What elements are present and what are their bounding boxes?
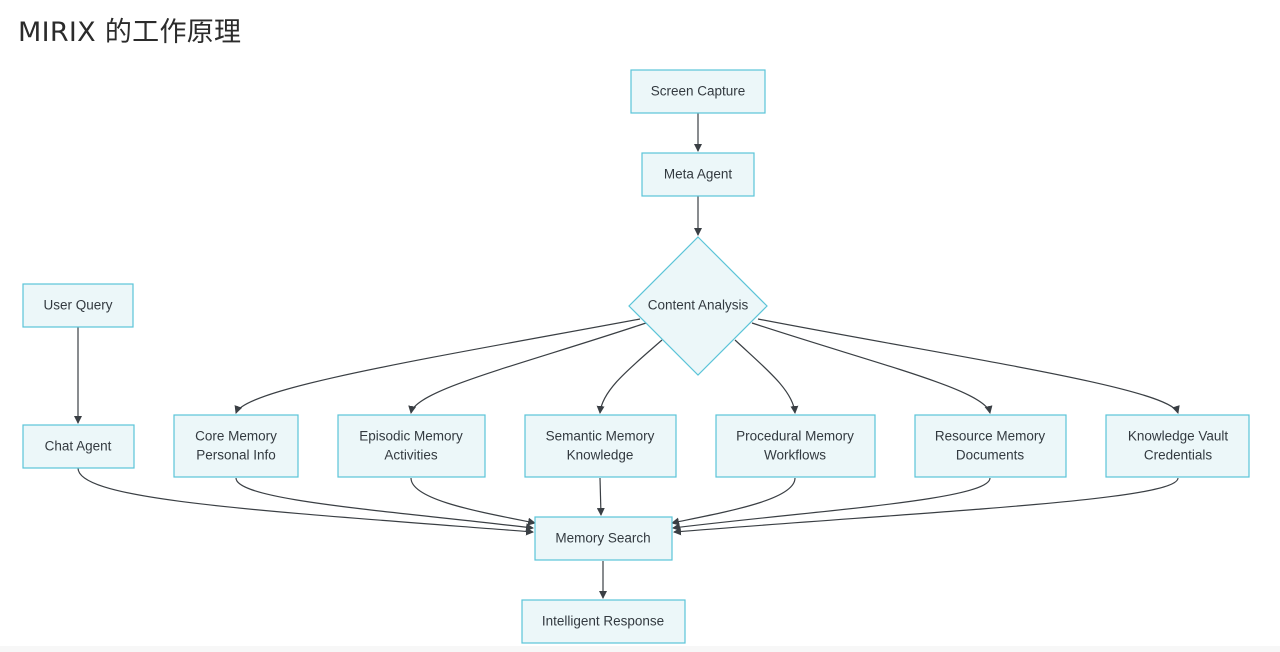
node-memory-search: Memory Search [534,516,673,561]
node-user-query: User Query [22,283,134,328]
node-meta-agent: Meta Agent [641,152,755,197]
node-intelligent-response: Intelligent Response [521,599,686,644]
node-user-query-label: User Query [43,298,112,313]
edge-analysis-to-resource [751,322,993,414]
edge-vault-to-search [673,477,1179,536]
edge-chat-to-search [77,467,534,536]
node-content-analysis-label: Content Analysis [648,298,749,313]
node-episodic-memory: Episodic Memory Activities [337,414,486,478]
edge-analysis-to-episodic [408,322,647,414]
node-knowledge-vault: Knowledge Vault Credentials [1105,414,1250,478]
node-semantic-memory-line2: Knowledge [567,448,634,463]
node-chat-agent: Chat Agent [22,424,135,469]
node-resource-memory-line1: Resource Memory [935,429,1046,444]
node-knowledge-vault-line2: Credentials [1144,448,1213,463]
node-episodic-memory-line2: Activities [384,448,438,463]
node-screen-capture-label: Screen Capture [651,84,746,99]
edge-procedural-to-search [671,477,796,526]
edge-semantic-to-search [596,477,605,516]
node-knowledge-vault-line1: Knowledge Vault [1128,429,1229,444]
node-screen-capture: Screen Capture [630,69,766,114]
edge-analysis-to-semantic [596,339,663,414]
node-memory-search-label: Memory Search [555,531,650,546]
edge-episodic-to-search [410,477,536,526]
node-content-analysis: Content Analysis [628,236,768,376]
page-title: MIRIX 的工作原理 [18,17,242,48]
node-procedural-memory-line1: Procedural Memory [736,429,854,444]
edges [74,113,1180,599]
node-chat-agent-label: Chat Agent [45,439,112,454]
node-resource-memory: Resource Memory Documents [914,414,1067,478]
node-procedural-memory-line2: Workflows [764,448,826,463]
node-core-memory-line1: Core Memory [195,429,277,444]
edge-resource-to-search [672,477,991,532]
node-procedural-memory: Procedural Memory Workflows [715,414,876,478]
node-intelligent-response-label: Intelligent Response [542,614,664,629]
node-episodic-memory-line1: Episodic Memory [359,429,463,444]
node-semantic-memory-line1: Semantic Memory [546,429,655,444]
edge-analysis-to-procedural [734,339,799,414]
edge-core-to-search [235,477,534,532]
edge-analysis-to-core [234,318,641,414]
node-core-memory: Core Memory Personal Info [173,414,299,478]
node-meta-agent-label: Meta Agent [664,167,733,182]
node-core-memory-line2: Personal Info [196,448,276,463]
node-semantic-memory: Semantic Memory Knowledge [524,414,677,478]
bottom-strip [0,646,1280,652]
edge-analysis-to-vault [757,318,1180,414]
node-resource-memory-line2: Documents [956,448,1025,463]
